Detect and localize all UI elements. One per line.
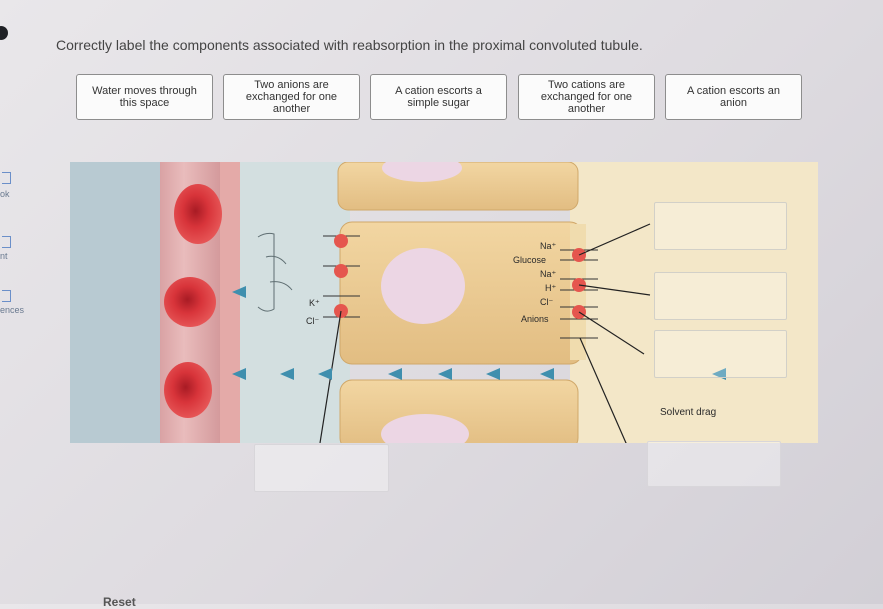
bracket-lines <box>257 232 275 312</box>
nucleus <box>381 248 465 324</box>
drop-zone-4[interactable] <box>254 444 389 492</box>
ion-label-cl: Cl⁻ <box>540 297 553 307</box>
sidebar-item-references[interactable]: ences <box>0 305 25 315</box>
ion-label-cl: Cl⁻ <box>306 316 319 326</box>
sidebar-item-print[interactable]: nt <box>0 251 8 261</box>
nav-dot[interactable] <box>0 26 8 40</box>
drop-zone-3[interactable] <box>654 330 787 378</box>
book-icon[interactable] <box>2 172 11 184</box>
reset-button[interactable]: Reset <box>103 595 136 609</box>
drop-zone-5[interactable] <box>647 441 781 487</box>
label-water-space[interactable]: Water moves through this space <box>76 74 213 120</box>
ion-label-glucose: Glucose <box>513 255 546 265</box>
pct-diagram: K⁺ Cl⁻ Na⁺ Glucose Na⁺ H⁺ Cl⁻ Anions <box>70 162 818 443</box>
ion-label-h: H⁺ <box>545 283 556 293</box>
nucleus <box>382 162 462 182</box>
ion-label-k: K⁺ <box>309 298 320 308</box>
water-flow-arrows <box>232 286 726 380</box>
label-cation-anion[interactable]: A cation escorts an anion <box>665 74 802 120</box>
ion-label-anions: Anions <box>521 314 549 324</box>
sidebar-item-ebook[interactable]: ok <box>0 189 10 199</box>
pct-illustration: K⁺ Cl⁻ Na⁺ Glucose Na⁺ H⁺ Cl⁻ Anions <box>70 162 818 443</box>
label-anion-exchange[interactable]: Two anions are exchanged for one another <box>223 74 360 120</box>
print-icon[interactable] <box>2 236 11 248</box>
red-blood-cell <box>174 184 222 244</box>
bracket-lines <box>265 255 293 291</box>
nucleus <box>381 414 469 443</box>
drop-zone-1[interactable] <box>654 202 787 250</box>
drop-zone-2[interactable] <box>654 272 787 320</box>
interstitial-space <box>70 162 160 443</box>
label-cation-exchange[interactable]: Two cations are exchanged for one anothe… <box>518 74 655 120</box>
solvent-drag-label: Solvent drag <box>660 407 716 418</box>
label-bank: Water moves through this space Two anion… <box>76 74 806 124</box>
red-blood-cell <box>164 362 212 418</box>
brush-border <box>570 224 586 360</box>
ion-label-na: Na⁺ <box>540 269 557 279</box>
tubule-lumen <box>570 162 818 443</box>
red-blood-cell <box>164 277 216 327</box>
references-icon[interactable] <box>2 290 11 302</box>
question-text: Correctly label the components associate… <box>56 37 643 53</box>
ion-label-na: Na⁺ <box>540 241 557 251</box>
capillary-endothelium <box>220 162 240 443</box>
basolateral-transporters <box>323 234 360 318</box>
label-cation-sugar[interactable]: A cation escorts a simple sugar <box>370 74 507 120</box>
peritubular-space <box>240 162 350 443</box>
